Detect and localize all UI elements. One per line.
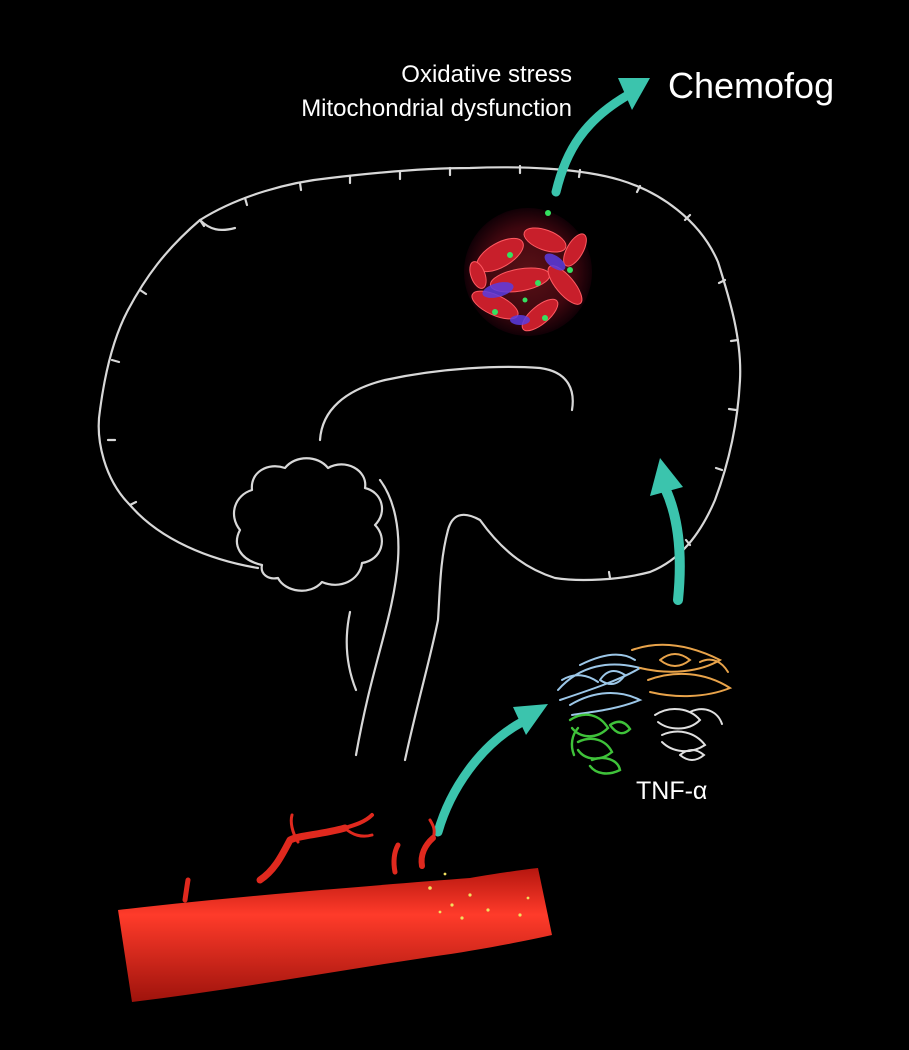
- cause-labels: Oxidative stress Mitochondrial dysfuncti…: [301, 58, 572, 126]
- arrow-to-cytokine: [438, 704, 548, 832]
- chemofog-label: Chemofog: [668, 64, 834, 108]
- brain-outline-icon: [99, 166, 740, 760]
- blood-vessel-icon: [118, 815, 552, 1002]
- arrow-to-brain: [650, 458, 683, 600]
- oxidative-stress-label: Oxidative stress: [301, 58, 572, 92]
- protein-structure-icon: [558, 645, 730, 774]
- mitochondrial-dysfunction-label: Mitochondrial dysfunction: [301, 92, 572, 126]
- neural-cells-icon: [464, 208, 592, 336]
- tnf-alpha-label: TNF-α: [636, 775, 707, 807]
